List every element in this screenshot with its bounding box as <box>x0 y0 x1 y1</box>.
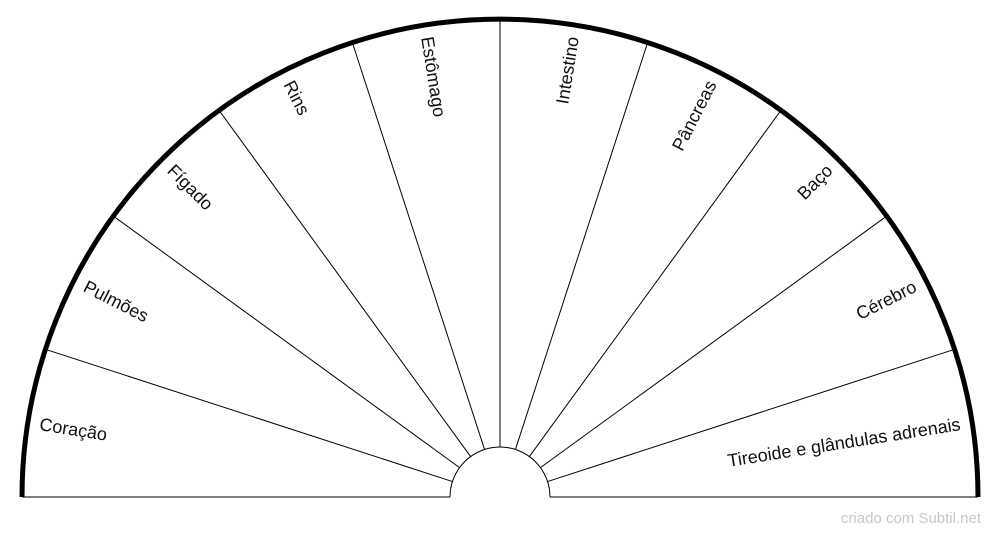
sector-label: Pulmões <box>80 277 151 327</box>
sector-divider <box>218 109 472 457</box>
sector-label: Rins <box>280 77 314 118</box>
sector-label: Pâncreas <box>668 77 720 154</box>
sector-label: Cérebro <box>853 277 920 324</box>
credit-text: criado com Subtil.net <box>840 510 981 527</box>
sector-label: Estômago <box>417 35 449 118</box>
sector-divider <box>112 215 460 469</box>
sector-label: Intestino <box>552 35 582 105</box>
sector-divider <box>547 348 955 483</box>
inner-hub-arc <box>449 446 551 498</box>
sector-divider <box>540 215 888 469</box>
sector-divider <box>528 109 782 457</box>
outer-arc <box>19 16 981 498</box>
sector-label: Baço <box>793 160 836 203</box>
sector-divider <box>514 42 649 450</box>
sector-label: Tireoide e glândulas adrenais <box>726 414 962 471</box>
sector-label: Fígado <box>163 160 217 214</box>
sector-label: Coração <box>38 414 108 444</box>
sector-divider <box>45 348 453 483</box>
sector-divider <box>351 42 486 450</box>
sector-dividers <box>22 19 978 498</box>
